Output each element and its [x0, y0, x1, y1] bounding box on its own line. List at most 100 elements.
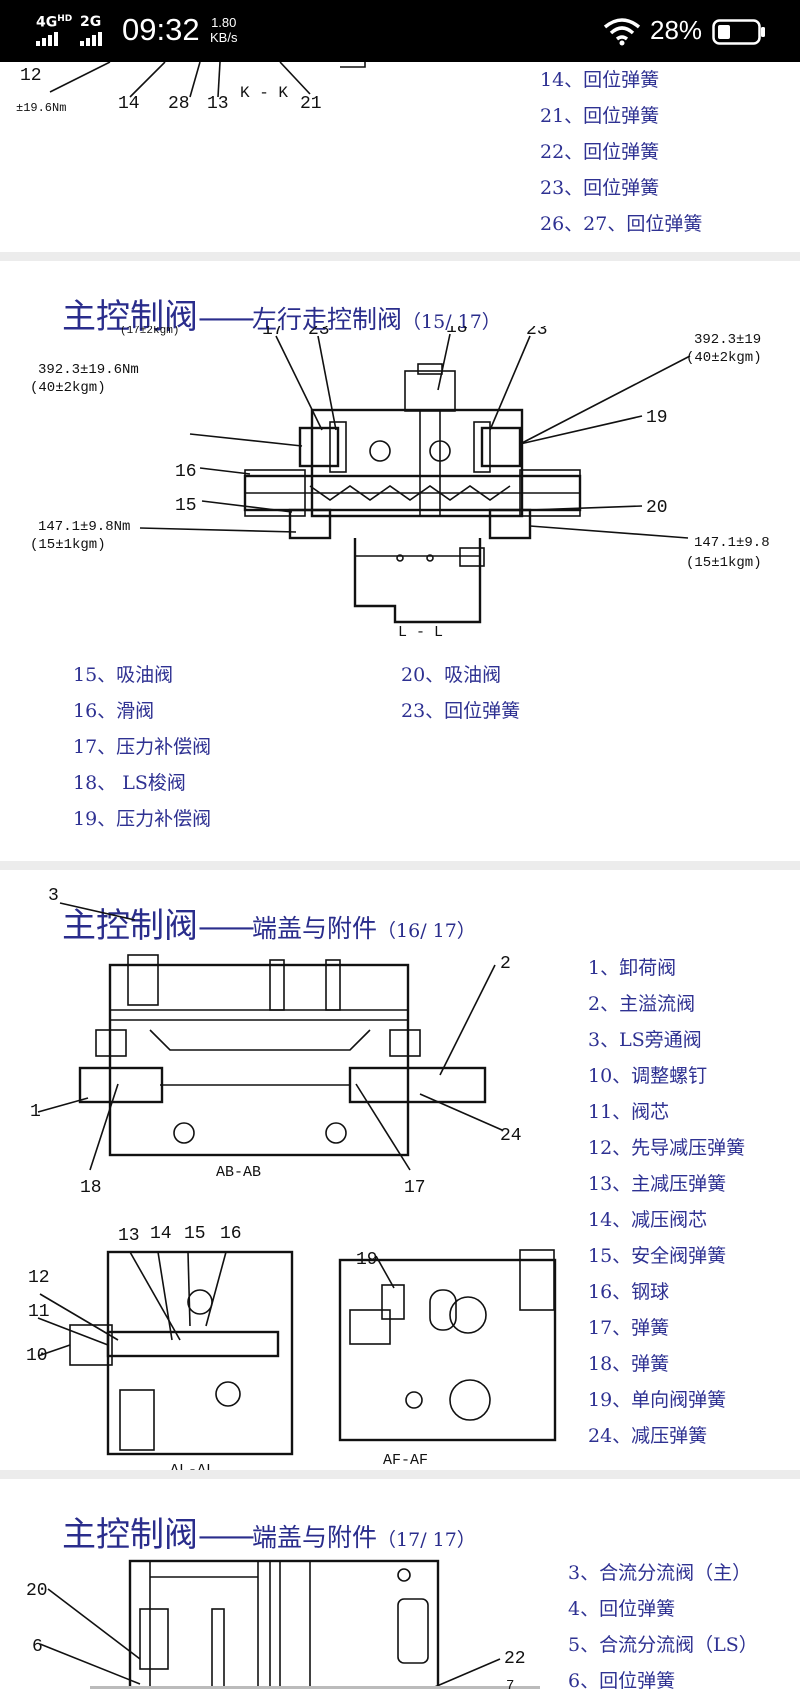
part-item: 3、LS旁通阀 — [588, 1029, 702, 1051]
callout-6: 6 — [32, 1637, 43, 1657]
part-item: 23、回位弹簧 — [401, 700, 521, 722]
torque-label: (40±2kgm) — [30, 380, 106, 396]
section-k-k: K - K — [240, 84, 288, 102]
callout-1: 1 — [30, 1102, 41, 1122]
part-item: 2、主溢流阀 — [588, 993, 696, 1015]
slide-separator — [0, 1470, 800, 1479]
part-item: 17、压力补偿阀 — [73, 736, 212, 758]
callout-20: 20 — [646, 498, 668, 518]
parts-list-14: 14、回位弹簧 21、回位弹簧 22、回位弹簧 23、回位弹簧 26、27、回位… — [540, 62, 702, 242]
part-item: 19、单向阀弹簧 — [588, 1389, 727, 1411]
part-item: 16、钢球 — [588, 1281, 670, 1303]
callout-10: 10 — [26, 1346, 48, 1366]
callout-7: 7 — [506, 1678, 514, 1689]
top-cut-label: (17±2kgm) — [120, 326, 179, 337]
slide-16: 主控制阀——端盖与附件（16/ 17） 3 2 1 24 18 17 AB-AB — [0, 870, 800, 1470]
torque-label: 392.3±19.6Nm — [38, 362, 139, 378]
callout-12: 12 — [28, 1268, 50, 1288]
callout-16: 16 — [175, 462, 197, 482]
part-item: 24、减压弹簧 — [588, 1425, 708, 1447]
diagram-end-cover: 20 6 22 7 — [26, 1559, 540, 1689]
status-time: 09:32 — [122, 12, 200, 47]
callout-15: 15 — [175, 496, 197, 516]
part-item: 19、压力补偿阀 — [73, 808, 212, 830]
slide-14-partial: 12 ±19.6Nm 14 28 13 K - K 21 14、回位弹簧 21、… — [0, 62, 800, 252]
slide-separator — [0, 861, 800, 870]
slide-title: 主控制阀——端盖与附件（17/ 17） — [62, 1515, 476, 1555]
callout-17: 17 — [404, 1178, 426, 1198]
slide-15: 主控制阀——左行走控制阀（15/ 17） — [0, 261, 800, 861]
status-bar: 4GHD 2G 09:32 1.80 KB/s 28% — [0, 0, 800, 62]
part-item: 1、卸荷阀 — [588, 957, 677, 979]
callout-15: 15 — [184, 1224, 206, 1244]
battery-percent: 28% — [650, 15, 703, 45]
part-item: 6、回位弹簧 — [568, 1670, 676, 1689]
callout-23: 23 — [308, 326, 330, 340]
part-item: 18、弹簧 — [588, 1353, 670, 1375]
signal-bars-icon — [36, 32, 58, 46]
network-4g-indicator: 4GHD — [36, 14, 73, 31]
diagram-ab-al-af: 3 2 1 24 18 17 AB-AB 13 14 15 16 12 11 1… — [26, 886, 557, 1470]
part-item: 14、减压阀芯 — [588, 1209, 708, 1231]
callout-20: 20 — [26, 1581, 48, 1601]
part-item: 5、合流分流阀（LS） — [568, 1634, 758, 1656]
callout-11: 11 — [28, 1302, 50, 1322]
torque-label: (15±1kgm) — [686, 555, 762, 571]
diagram-l-l: (17±2kgm) 17 23 18 23 392.3±19.6Nm (40±2… — [30, 326, 770, 641]
callout-13: 13 — [207, 94, 229, 114]
network-2g-indicator: 2G — [80, 14, 102, 30]
diagram-k-k: 12 ±19.6Nm 14 28 13 K - K 21 — [16, 62, 366, 115]
part-item: 4、回位弹簧 — [568, 1598, 676, 1620]
slide-17-partial: 主控制阀——端盖与附件（17/ 17） 20 6 22 7 3、合流分流阀（主）… — [0, 1479, 800, 1689]
callout-23: 23 — [526, 326, 548, 340]
part-item: 17、弹簧 — [588, 1317, 670, 1339]
callout-2: 2 — [500, 954, 511, 974]
part-item: 21、回位弹簧 — [540, 105, 660, 127]
callout-28: 28 — [168, 94, 190, 114]
callout-24: 24 — [500, 1126, 522, 1146]
wifi-icon — [603, 18, 641, 46]
callout-14: 14 — [150, 1224, 172, 1244]
signal-bars-2-icon — [80, 32, 102, 46]
part-item: 22、回位弹簧 — [540, 141, 660, 163]
part-item: 20、吸油阀 — [401, 664, 502, 686]
part-item: 26、27、回位弹簧 — [540, 213, 703, 235]
parts-list-15-right: 20、吸油阀 23、回位弹簧 — [401, 657, 520, 729]
parts-list-15-left: 15、吸油阀 16、滑阀 17、压力补偿阀 18、 LS梭阀 19、压力补偿阀 — [73, 657, 211, 837]
part-item: 15、安全阀弹簧 — [588, 1245, 727, 1267]
section-l-l: L - L — [398, 624, 443, 641]
parts-list-17: 3、合流分流阀（主） 4、回位弹簧 5、合流分流阀（LS） 6、回位弹簧 — [568, 1555, 758, 1689]
callout-12: 12 — [20, 66, 42, 86]
part-item: 11、阀芯 — [588, 1101, 670, 1123]
part-item: 15、吸油阀 — [73, 664, 174, 686]
callout-13: 13 — [118, 1226, 140, 1246]
slide-title: 主控制阀——端盖与附件（16/ 17） — [62, 906, 476, 946]
callout-16: 16 — [220, 1224, 242, 1244]
callout-22: 22 — [504, 1649, 526, 1669]
part-item: 3、合流分流阀（主） — [568, 1562, 752, 1584]
part-item: 12、先导减压弹簧 — [588, 1137, 746, 1159]
callout-19: 19 — [356, 1250, 378, 1270]
torque-label: 147.1±9.8 — [694, 535, 770, 551]
callout-18: 18 — [446, 326, 468, 338]
torque-label: (15±1kgm) — [30, 537, 106, 553]
network-speed: 1.80 KB/s — [210, 15, 238, 45]
parts-list-16: 1、卸荷阀 2、主溢流阀 3、LS旁通阀 10、调整螺钉 11、阀芯 12、先导… — [588, 950, 745, 1454]
callout-3: 3 — [48, 886, 59, 906]
torque-label: 147.1±9.8Nm — [38, 519, 130, 535]
part-item: 14、回位弹簧 — [540, 69, 660, 91]
torque-label: 392.3±19 — [694, 332, 761, 348]
callout-17: 17 — [262, 326, 284, 340]
callout-19: 19 — [646, 408, 668, 428]
callout-18: 18 — [80, 1178, 102, 1198]
part-item: 10、调整螺钉 — [588, 1065, 708, 1087]
section-af-af: AF-AF — [383, 1452, 428, 1469]
callout-14: 14 — [118, 94, 140, 114]
torque-label: (40±2kgm) — [686, 350, 762, 366]
torque-label: ±19.6Nm — [16, 101, 66, 115]
part-item: 16、滑阀 — [73, 700, 155, 722]
section-ab-ab: AB-AB — [216, 1164, 261, 1181]
slide-separator — [0, 252, 800, 261]
part-item: 18、 LS梭阀 — [73, 772, 186, 794]
slide-title: 主控制阀——左行走控制阀（15/ 17） — [62, 297, 501, 337]
